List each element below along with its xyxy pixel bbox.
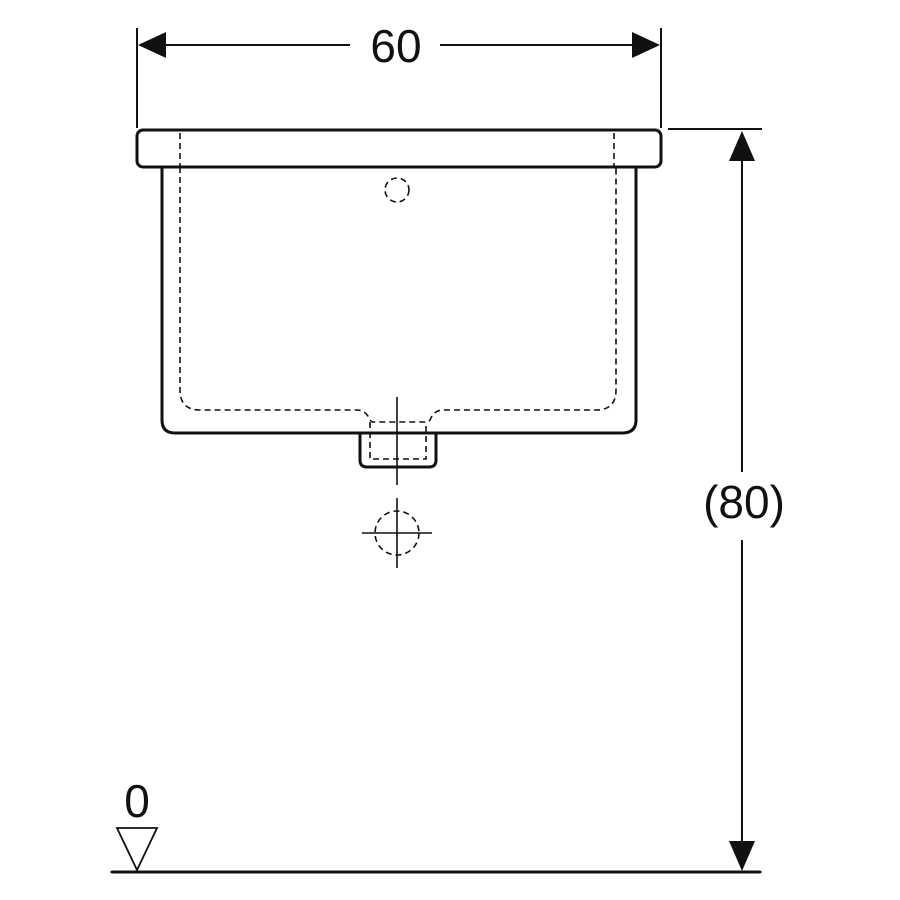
- floor-level-label: 0: [124, 775, 150, 827]
- level-marker-triangle: [115, 827, 159, 873]
- hidden-lines: [179, 133, 617, 460]
- width-arrow-right: [632, 32, 660, 58]
- basin-inner-contour: [179, 167, 617, 423]
- overflow-hole: [384, 177, 410, 203]
- floor-level: 0: [110, 775, 762, 874]
- drain-inner-contour: [369, 422, 427, 460]
- height-arrow-top: [729, 131, 755, 161]
- height-arrow-bottom: [729, 841, 755, 871]
- height-label: (80): [703, 476, 785, 528]
- height-dimension: (80): [668, 128, 785, 871]
- width-arrow-left: [138, 32, 166, 58]
- drain-spigot: [358, 431, 438, 469]
- basin-rim: [135, 128, 663, 169]
- width-dimension: 60: [136, 20, 662, 128]
- width-label: 60: [370, 20, 421, 72]
- waste-outlet-symbol: [362, 498, 432, 568]
- basin-body: [160, 165, 638, 435]
